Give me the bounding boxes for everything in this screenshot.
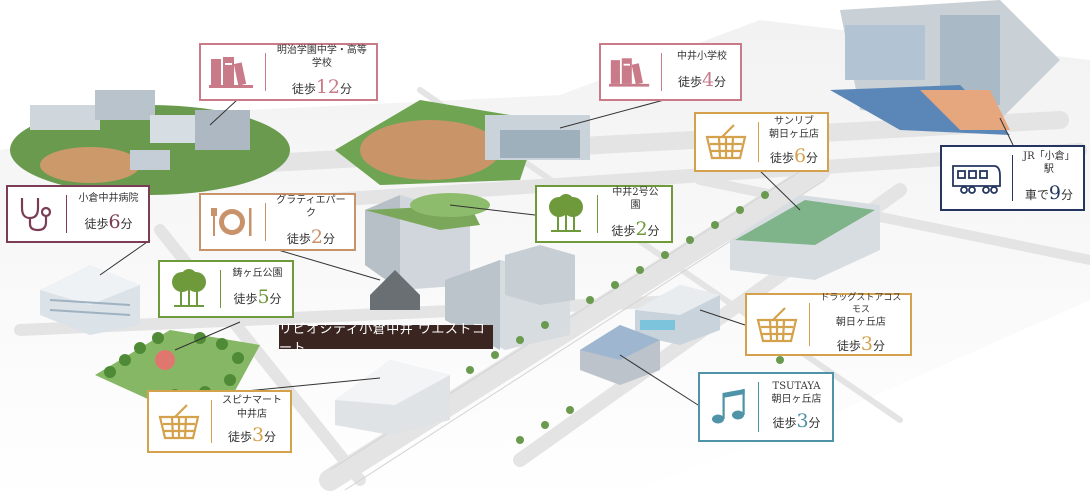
poi-walk-prefix: 徒歩 <box>291 81 316 96</box>
poi-name: TSUTAYA <box>772 380 821 392</box>
tree-icon <box>168 269 210 309</box>
poi-name: 中井店 <box>237 408 267 420</box>
poi-name: スピナマート <box>222 395 282 407</box>
poi-walk-prefix: 徒歩 <box>227 430 252 445</box>
poi-name: JR「小倉」駅 <box>1023 150 1075 176</box>
poi-jr-kokura-station[interactable]: JR「小倉」駅 車で9分 <box>940 145 1085 211</box>
poi-unit: 分 <box>714 74 727 89</box>
poi-unit: 分 <box>264 430 277 445</box>
poi-unit: 分 <box>647 223 660 238</box>
sunlive-illustration <box>730 195 880 280</box>
poi-walk-prefix: 徒歩 <box>84 216 109 231</box>
poi-name: サンリブ <box>774 115 814 127</box>
poi-minutes: 3 <box>251 424 265 447</box>
poi-minutes: 9 <box>1048 181 1061 204</box>
poi-minutes: 4 <box>701 68 715 91</box>
poi-unit: 分 <box>1060 187 1073 202</box>
music-note-icon <box>708 387 748 427</box>
poi-minutes: 12 <box>315 75 341 98</box>
poi-gratie-park[interactable]: グラティエパーク 徒歩2分 <box>199 193 356 251</box>
poi-unit: 分 <box>120 216 133 231</box>
poi-minutes: 3 <box>796 409 809 432</box>
poi-unit: 分 <box>269 291 282 306</box>
project-name-label: リビオシティ小倉中井 ウエストコート <box>279 322 493 356</box>
poi-unit: 分 <box>872 338 885 353</box>
poi-kokura-nakai-hospital[interactable]: 小倉中井病院 徒歩6分 <box>6 185 150 243</box>
poi-minutes: 2 <box>310 225 323 248</box>
spinamart-illustration <box>335 360 450 435</box>
poi-name: 明治学園中学・高等学校 <box>276 44 367 70</box>
books-icon <box>609 55 651 89</box>
poi-walk-prefix: 徒歩 <box>611 223 636 238</box>
poi-name: グラティエパーク <box>276 194 346 220</box>
poi-unit: 分 <box>806 150 819 165</box>
books-icon <box>209 55 255 89</box>
poi-name: 朝日ヶ丘店 <box>835 317 886 329</box>
basket-icon <box>157 403 201 441</box>
poi-name: 中井小学校 <box>677 51 727 63</box>
kokura-station-illustration <box>830 0 1060 135</box>
poi-walk-prefix: 車で <box>1024 187 1049 202</box>
poi-nakai-2-park[interactable]: 中井2号公園 徒歩2分 <box>535 185 673 243</box>
basket-icon <box>704 123 748 161</box>
poi-meiji-gakuen[interactable]: 明治学園中学・高等学校 徒歩12分 <box>199 43 378 101</box>
poi-name: 朝日ヶ丘店 <box>771 394 822 406</box>
poi-minutes: 2 <box>635 217 648 240</box>
poi-walk-prefix: 徒歩 <box>772 415 797 430</box>
poi-nakai-elementary[interactable]: 中井小学校 徒歩4分 <box>599 43 742 101</box>
poi-minutes: 5 <box>257 285 270 308</box>
kanagaoka-park-illustration <box>95 330 260 401</box>
meiji-school-illustration <box>10 90 290 195</box>
tree-icon <box>545 194 587 234</box>
dining-icon <box>209 205 255 239</box>
poi-walk-prefix: 徒歩 <box>769 150 794 165</box>
poi-walk-prefix: 徒歩 <box>677 74 702 89</box>
poi-walk-prefix: 徒歩 <box>286 231 311 246</box>
poi-name: ドラッグストアコスモス <box>820 292 902 315</box>
poi-spinamart-nakai[interactable]: スピナマート 中井店 徒歩3分 <box>147 390 292 453</box>
poi-minutes: 6 <box>108 210 121 233</box>
poi-sunlive-asahigaoka[interactable]: サンリブ 朝日ヶ丘店 徒歩6分 <box>694 112 829 172</box>
nakai-elementary-illustration <box>335 100 590 185</box>
poi-unit: 分 <box>808 415 821 430</box>
poi-name: 中井2号公園 <box>612 186 659 212</box>
poi-cosmos-asahigaoka[interactable]: ドラッグストアコスモス 朝日ヶ丘店 徒歩3分 <box>745 293 912 356</box>
poi-minutes: 3 <box>860 332 873 355</box>
poi-walk-prefix: 徒歩 <box>836 338 861 353</box>
poi-unit: 分 <box>322 231 335 246</box>
hospital-illustration <box>40 265 140 335</box>
poi-name: 鋳ヶ丘公園 <box>232 268 283 280</box>
cosmos-illustration <box>635 285 720 345</box>
poi-walk-prefix: 徒歩 <box>233 291 258 306</box>
poi-minutes: 6 <box>793 144 807 167</box>
poi-name: 朝日ヶ丘店 <box>769 129 819 141</box>
poi-kanagaoka-park[interactable]: 鋳ヶ丘公園 徒歩5分 <box>158 260 294 318</box>
poi-tsutaya-asahigaoka[interactable]: TSUTAYA 朝日ヶ丘店 徒歩3分 <box>698 372 834 442</box>
basket-icon <box>755 306 799 344</box>
poi-name: 小倉中井病院 <box>78 193 139 205</box>
poi-unit: 分 <box>340 81 353 96</box>
stethoscope-icon <box>16 194 56 234</box>
train-icon <box>950 160 1002 196</box>
